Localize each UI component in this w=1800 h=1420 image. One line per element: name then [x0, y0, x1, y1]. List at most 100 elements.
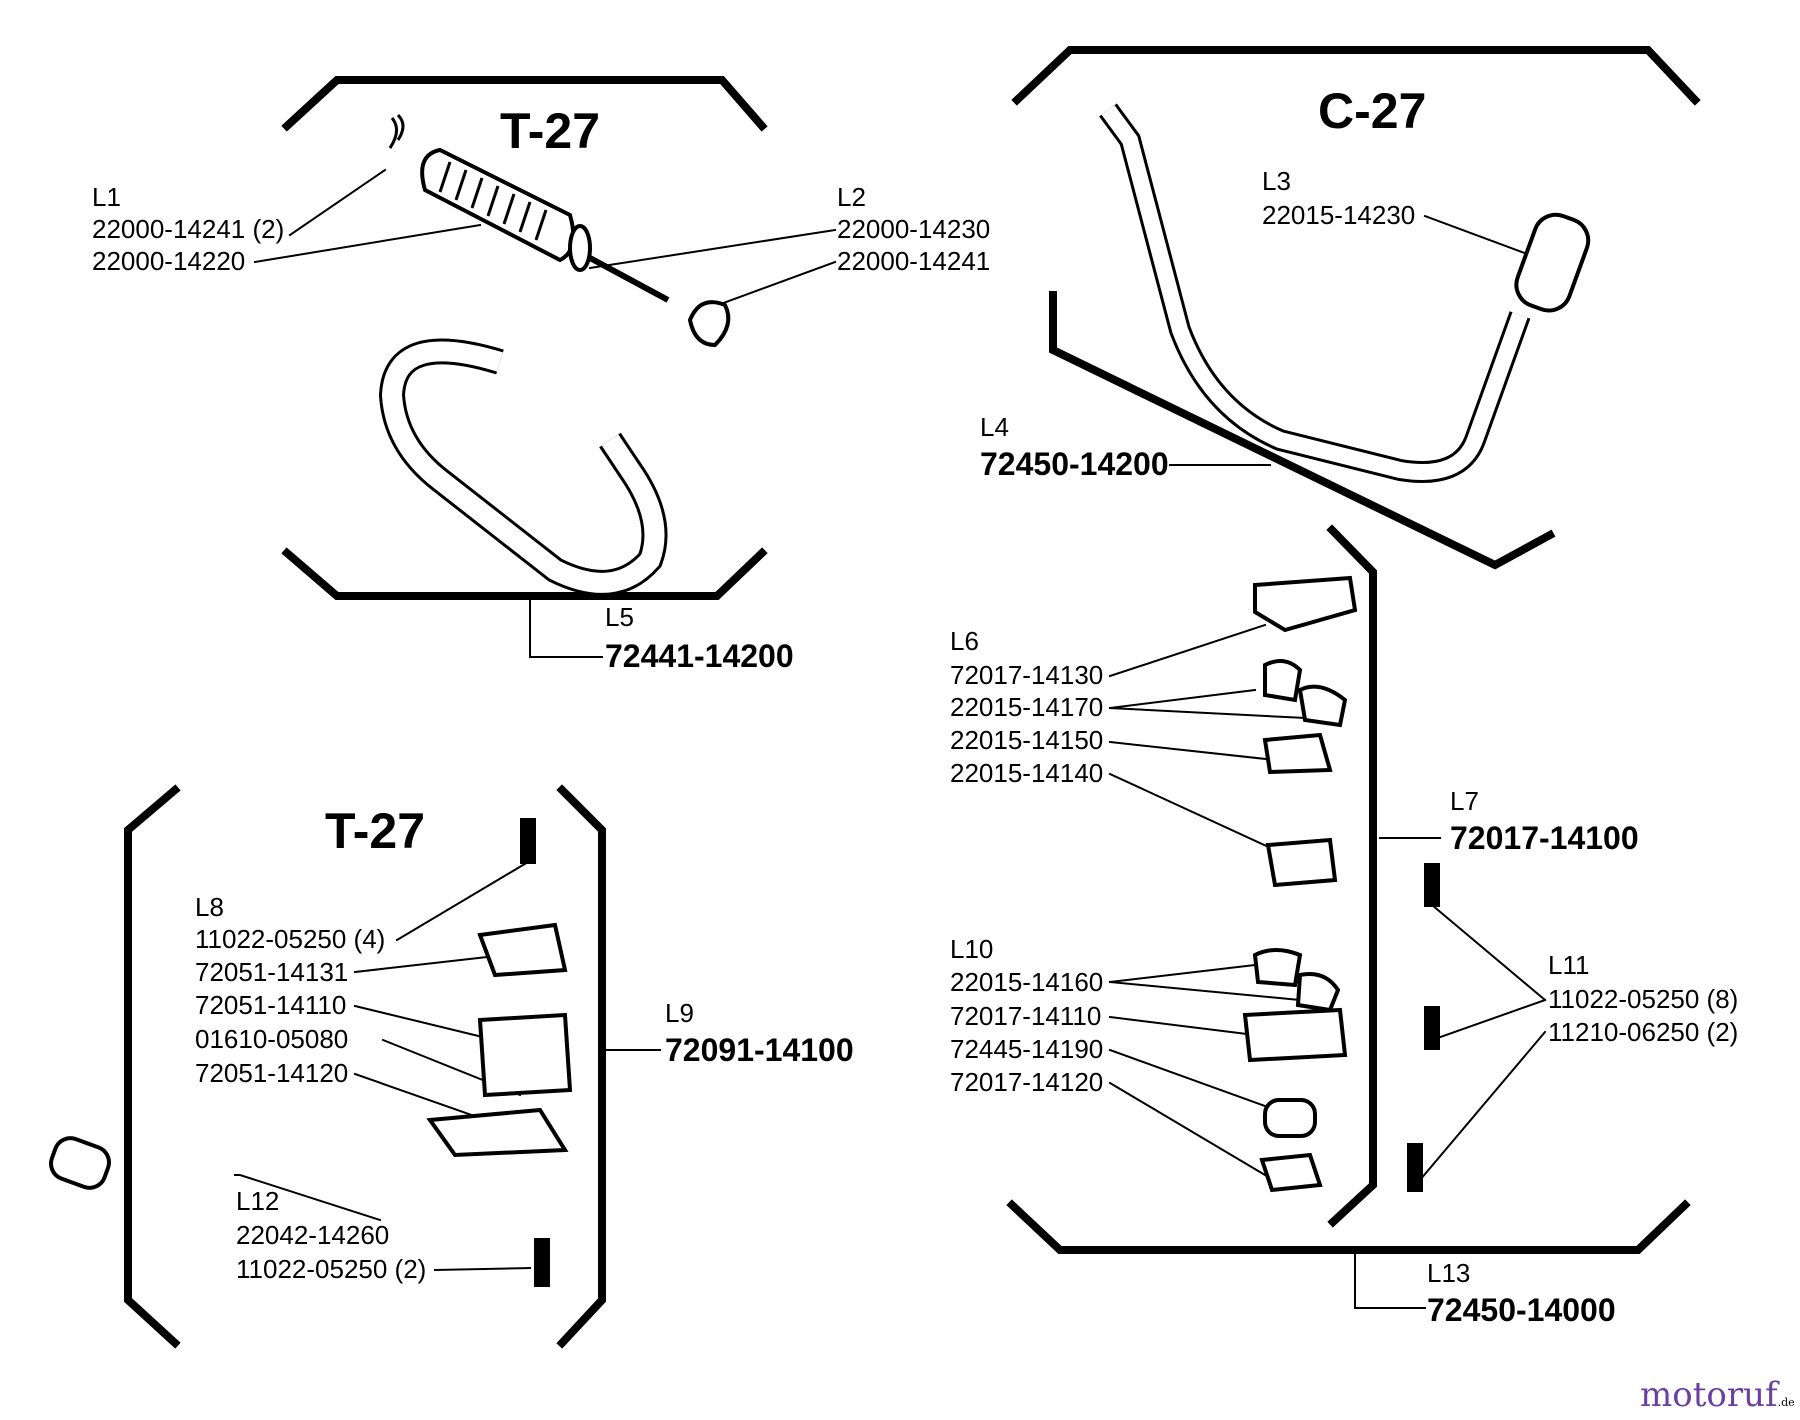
leader-l2-a	[588, 228, 837, 270]
leader-l8-a	[395, 860, 530, 942]
callout-l12-part: 11022-05250 (2)	[236, 1254, 427, 1284]
leader-l8-c	[353, 1004, 497, 1042]
clamp-l10-b	[1295, 972, 1341, 1013]
clamp-l8-b	[477, 1012, 573, 1098]
leader-l11-c	[1418, 1030, 1547, 1182]
clamp-l8-c	[426, 1107, 569, 1158]
leader-l10-b	[1108, 980, 1302, 1002]
screw-l11-b	[1424, 1006, 1440, 1050]
bracket-l4-diagonal	[1049, 291, 1556, 570]
leader-l11-a	[1430, 903, 1547, 1002]
sleeve-l10	[1263, 1098, 1317, 1138]
leader-l6-e	[1108, 772, 1277, 852]
grip-l1-drawing	[388, 113, 592, 272]
callout-l10-part: 72017-14120	[950, 1067, 1104, 1097]
callout-l2-ref: L2	[837, 182, 866, 212]
leader-l5	[529, 599, 603, 658]
leader-l1-b	[253, 223, 482, 264]
callout-l6-part: 22015-14150	[950, 725, 1104, 755]
callout-l5-ref: L5	[605, 602, 634, 632]
leader-l3	[1423, 214, 1532, 257]
leader-l10-a	[1108, 963, 1257, 984]
callout-l6-part: 22015-14170	[950, 692, 1104, 722]
section-title-top-left: T-27	[500, 103, 601, 159]
leader-l6-c	[1108, 706, 1307, 720]
callout-l5-part: 72441-14200	[605, 638, 794, 674]
callout-l11-part: 11210-06250 (2)	[1548, 1017, 1739, 1047]
bracket-top-left-upper	[281, 76, 768, 132]
callout-l11-part: 11022-05250 (8)	[1548, 984, 1739, 1014]
clamp-l6-d	[1262, 732, 1333, 775]
sleeve-l12	[49, 1136, 111, 1190]
callout-l12-part: 22042-14260	[236, 1220, 390, 1250]
callout-l6-ref: L6	[950, 626, 979, 656]
callout-l10-part: 72017-14110	[950, 1001, 1102, 1031]
pin-l2-drawing	[588, 255, 670, 303]
callout-l8-ref: L8	[195, 892, 224, 922]
callout-l4-ref: L4	[980, 412, 1009, 442]
clamp-l10-c	[1242, 1007, 1348, 1063]
callout-l8-part: 72051-14131	[195, 957, 349, 987]
bracket-top-left-lower	[281, 547, 768, 600]
callout-l8-part: 11022-05250 (4)	[195, 924, 386, 954]
leader-l13	[1354, 1251, 1426, 1309]
section-title-top-right: C-27	[1318, 83, 1427, 139]
leader-l10-c	[1108, 1015, 1257, 1037]
watermark-brand: motoruf	[1640, 1375, 1778, 1415]
leader-l6-b	[1108, 688, 1257, 710]
callout-l1-ref: L1	[92, 182, 121, 212]
clamp-l10-a	[1252, 948, 1303, 988]
callout-l2-part: 22000-14230	[837, 214, 991, 244]
callout-l6-part: 22015-14140	[950, 758, 1104, 788]
clamp-l8-a	[477, 922, 568, 978]
leader-l12-b	[433, 1266, 532, 1272]
section-title-bottom-left: T-27	[325, 803, 426, 859]
callout-l10-part: 22015-14160	[950, 967, 1104, 997]
bracket-l7-vertical	[1326, 524, 1377, 1228]
leader-l8-b	[353, 953, 507, 974]
bracket-top-right-upper	[1011, 46, 1701, 106]
callout-l12-ref: L12	[236, 1186, 280, 1216]
leader-l1-a	[288, 168, 387, 237]
callout-l1-part: 22000-14241 (2)	[92, 214, 285, 244]
callout-l8-part: 01610-05080	[195, 1024, 349, 1054]
bracket-bottom-left-left	[124, 784, 181, 1349]
callout-l9-part: 72091-14100	[665, 1032, 854, 1068]
callout-l6-part: 72017-14130	[950, 660, 1104, 690]
callout-l9-ref: L9	[665, 998, 694, 1028]
bracket-bottom-right	[1006, 1199, 1691, 1254]
callout-l7-ref: L7	[1450, 786, 1479, 816]
clamp-l6-a	[1253, 575, 1358, 633]
leader-l10-d	[1108, 1048, 1292, 1117]
clamp-l10-d	[1259, 1152, 1323, 1193]
clip-l2-drawing	[687, 300, 731, 348]
callout-l8-part: 72051-14120	[195, 1058, 349, 1088]
screw-l11-a	[1424, 863, 1440, 907]
leader-l12-a	[234, 1174, 382, 1222]
callout-l11-ref: L11	[1548, 950, 1590, 980]
callout-l10-part: 72445-14190	[950, 1034, 1104, 1064]
clamp-l6-c	[1297, 684, 1348, 728]
leader-l11-b	[1430, 998, 1547, 1042]
callout-l3-part: 22015-14230	[1262, 200, 1416, 230]
leader-l6-a	[1108, 623, 1267, 678]
watermark-logo: motoruf.de	[1640, 1375, 1795, 1415]
callout-l13-part: 72450-14000	[1427, 1292, 1616, 1328]
screw-l8	[520, 818, 536, 864]
clamp-l6-b	[1263, 659, 1303, 703]
callout-l7-part: 72017-14100	[1450, 820, 1639, 856]
callout-l10-ref: L10	[950, 934, 994, 964]
callout-l2-part: 22000-14241	[837, 246, 991, 276]
watermark-suffix: .de	[1777, 1396, 1795, 1409]
bracket-bottom-left-right	[556, 784, 606, 1349]
callout-l8-part: 72051-14110	[195, 990, 347, 1020]
callout-l1-part: 22000-14220	[92, 246, 246, 276]
grip-l3-drawing	[1514, 212, 1591, 313]
leader-l10-e	[1108, 1081, 1267, 1177]
clamp-l6-e	[1265, 837, 1338, 888]
callout-l13-ref: L13	[1427, 1258, 1471, 1288]
screw-l11-c	[1407, 1143, 1423, 1192]
leader-l6-d	[1108, 740, 1277, 762]
